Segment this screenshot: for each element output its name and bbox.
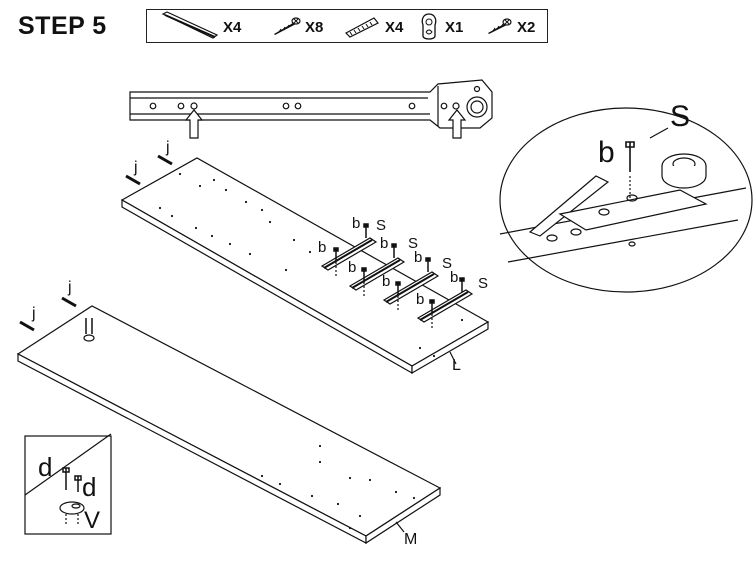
zoom-label-b: b (598, 136, 615, 169)
panel-m-holes (260, 444, 416, 530)
label-s: S (408, 235, 418, 252)
screw-part-icon (274, 17, 301, 35)
step-title: STEP 5 (18, 12, 107, 40)
zoom-detail (499, 107, 753, 293)
label-b: b (318, 239, 326, 256)
label-b: b (416, 291, 424, 308)
label-b: b (348, 259, 356, 276)
small-screw-part-icon (488, 18, 512, 34)
label-l: L (452, 357, 461, 374)
screws-b-group (333, 223, 465, 314)
label-m: M (404, 531, 417, 548)
detail-label-v: V (84, 507, 100, 534)
rail-part-icon (161, 11, 219, 39)
dowel-j-upper (125, 154, 173, 186)
label-s: S (478, 275, 488, 292)
part-qty-rail: X4 (223, 19, 242, 36)
detail-box (24, 433, 112, 535)
panel-m (16, 305, 442, 545)
part-qty-small-screw: X2 (517, 19, 536, 36)
cam-lock-small (83, 318, 95, 342)
panel-l-holes (158, 172, 464, 358)
dowel-j-lower (19, 296, 77, 332)
panel-l (120, 157, 490, 375)
label-j: j (165, 139, 170, 156)
label-j: j (31, 305, 36, 322)
label-j: j (133, 159, 138, 176)
detail-label-d: d (38, 452, 52, 482)
label-b: b (380, 235, 388, 252)
dowel-part-icon (345, 17, 379, 38)
zoom-label-s: S (670, 100, 690, 133)
label-b: b (450, 269, 458, 286)
label-j: j (67, 279, 72, 296)
parts-list-box: X4 X8 X4 X1 X2 (146, 9, 548, 43)
label-s: S (376, 217, 386, 234)
detail-label-d: d (82, 472, 96, 502)
label-b: b (382, 273, 390, 290)
labels: j j j j b b b b b b b b S S S S L M b S … (31, 100, 690, 548)
rail-detail (129, 79, 493, 139)
arrow-icon (447, 109, 467, 139)
label-b: b (352, 215, 360, 232)
cam-lock-part-icon (421, 13, 437, 40)
label-s: S (442, 255, 452, 272)
part-qty-cam-lock: X1 (445, 19, 464, 36)
part-qty-screw: X8 (305, 19, 324, 36)
arrow-icon (184, 109, 204, 139)
label-b: b (414, 249, 422, 266)
part-qty-dowel: X4 (385, 19, 404, 36)
